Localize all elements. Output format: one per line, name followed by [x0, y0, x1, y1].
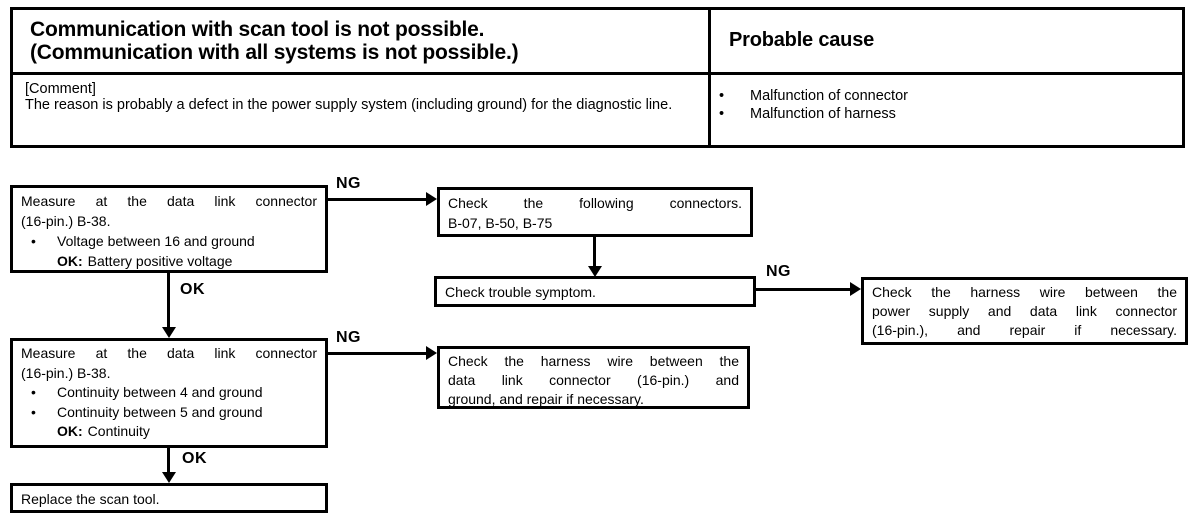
- step-text-line: Check trouble symptom.: [445, 284, 596, 300]
- arrow-right-icon: [850, 282, 861, 296]
- flow-line: [328, 352, 427, 355]
- comment-cell: [Comment] The reason is probably a defec…: [13, 75, 711, 145]
- ng-branch-label: NG: [336, 329, 361, 346]
- arrow-down-icon: [588, 266, 602, 277]
- step-text-line: data link connector (16-pin.) and: [448, 372, 739, 388]
- step-check-harness-power-box: Check the harness wire between the power…: [861, 277, 1188, 345]
- comment-text: The reason is probably a defect in the p…: [25, 97, 673, 113]
- step-check-connectors-box: Check the following connectors. B-07, B-…: [437, 187, 753, 237]
- check-item-text: Continuity between 5 and ground: [57, 403, 263, 420]
- step-text-line: (16-pin.) B-38.: [21, 364, 111, 381]
- ok-branch-label: OK: [180, 281, 205, 298]
- probable-cause-header-cell: Probable cause: [711, 10, 1182, 75]
- list-item: • Voltage between 16 and ground: [21, 231, 317, 251]
- step-replace-scan-tool-box: Replace the scan tool.: [10, 483, 328, 513]
- step-measure-continuity-box: Measure at the data link connector (16-p…: [10, 338, 328, 448]
- ok-branch-label: OK: [182, 450, 207, 467]
- flow-line: [756, 288, 851, 291]
- step-text-line: (16-pin.) B-38.: [21, 213, 111, 229]
- list-item: • Malfunction of harness: [719, 106, 1174, 122]
- flow-line: [167, 273, 170, 328]
- step-text-line: Measure at the data link connector: [21, 193, 317, 209]
- step-measure-voltage-box: Measure at the data link connector (16-p…: [10, 185, 328, 273]
- bullet-icon: •: [31, 384, 36, 400]
- step-text-line: Check the harness wire between the: [872, 284, 1177, 300]
- step-text-line: (16-pin.), and repair if necessary.: [872, 322, 1177, 338]
- list-item: • Continuity between 5 and ground: [21, 403, 317, 423]
- list-item: • Malfunction of connector: [719, 88, 1174, 104]
- arrow-right-icon: [426, 346, 437, 360]
- ng-branch-label: NG: [336, 175, 361, 192]
- step-text-line: Check the harness wire between the: [448, 353, 739, 369]
- ok-criteria-row: OK:Continuity: [21, 422, 317, 442]
- step-text-line: Replace the scan tool.: [21, 491, 160, 507]
- bullet-icon: •: [31, 403, 36, 420]
- ok-criteria-label: OK:: [57, 423, 83, 439]
- ng-branch-label: NG: [766, 263, 791, 280]
- step-text-line: Check the following connectors.: [448, 195, 742, 211]
- check-item-text: Continuity between 4 and ground: [57, 384, 263, 400]
- list-item: • Continuity between 4 and ground: [21, 383, 317, 403]
- flow-line: [167, 448, 170, 473]
- probable-cause-title: Probable cause: [729, 29, 875, 51]
- ok-criteria-text: Continuity: [87, 423, 150, 439]
- problem-title-line1: Communication with scan tool is not poss…: [30, 18, 485, 41]
- step-text-line: ground, and repair if necessary.: [448, 391, 644, 407]
- bullet-icon: •: [719, 106, 725, 122]
- connector-ids-text: B-07, B-50, B-75: [448, 215, 553, 231]
- step-text-line: Measure at the data link connector: [21, 345, 317, 361]
- cause-text: Malfunction of harness: [750, 106, 896, 122]
- problem-title-cell: Communication with scan tool is not poss…: [13, 10, 711, 75]
- flow-line: [593, 237, 596, 267]
- bullet-icon: •: [719, 88, 725, 104]
- arrow-down-icon: [162, 327, 176, 338]
- flow-line: [328, 198, 427, 201]
- comment-label: [Comment]: [25, 81, 96, 97]
- ok-criteria-label: OK:: [57, 253, 83, 269]
- step-text-line: power supply and data link connector: [872, 303, 1177, 319]
- bullet-icon: •: [31, 233, 36, 249]
- arrow-down-icon: [162, 472, 176, 483]
- step-check-harness-ground-box: Check the harness wire between the data …: [437, 346, 750, 409]
- ok-criteria-text: Battery positive voltage: [87, 253, 233, 269]
- cause-text: Malfunction of connector: [750, 88, 908, 104]
- problem-title-line2: (Communication with all systems is not p…: [30, 41, 519, 64]
- arrow-right-icon: [426, 192, 437, 206]
- probable-cause-list: • Malfunction of connector • Malfunction…: [711, 75, 1182, 145]
- step-check-trouble-symptom-box: Check trouble symptom.: [434, 276, 756, 307]
- problem-spec-table: Communication with scan tool is not poss…: [10, 7, 1185, 148]
- check-item-text: Voltage between 16 and ground: [57, 233, 255, 249]
- ok-criteria-row: OK:Battery positive voltage: [21, 251, 317, 271]
